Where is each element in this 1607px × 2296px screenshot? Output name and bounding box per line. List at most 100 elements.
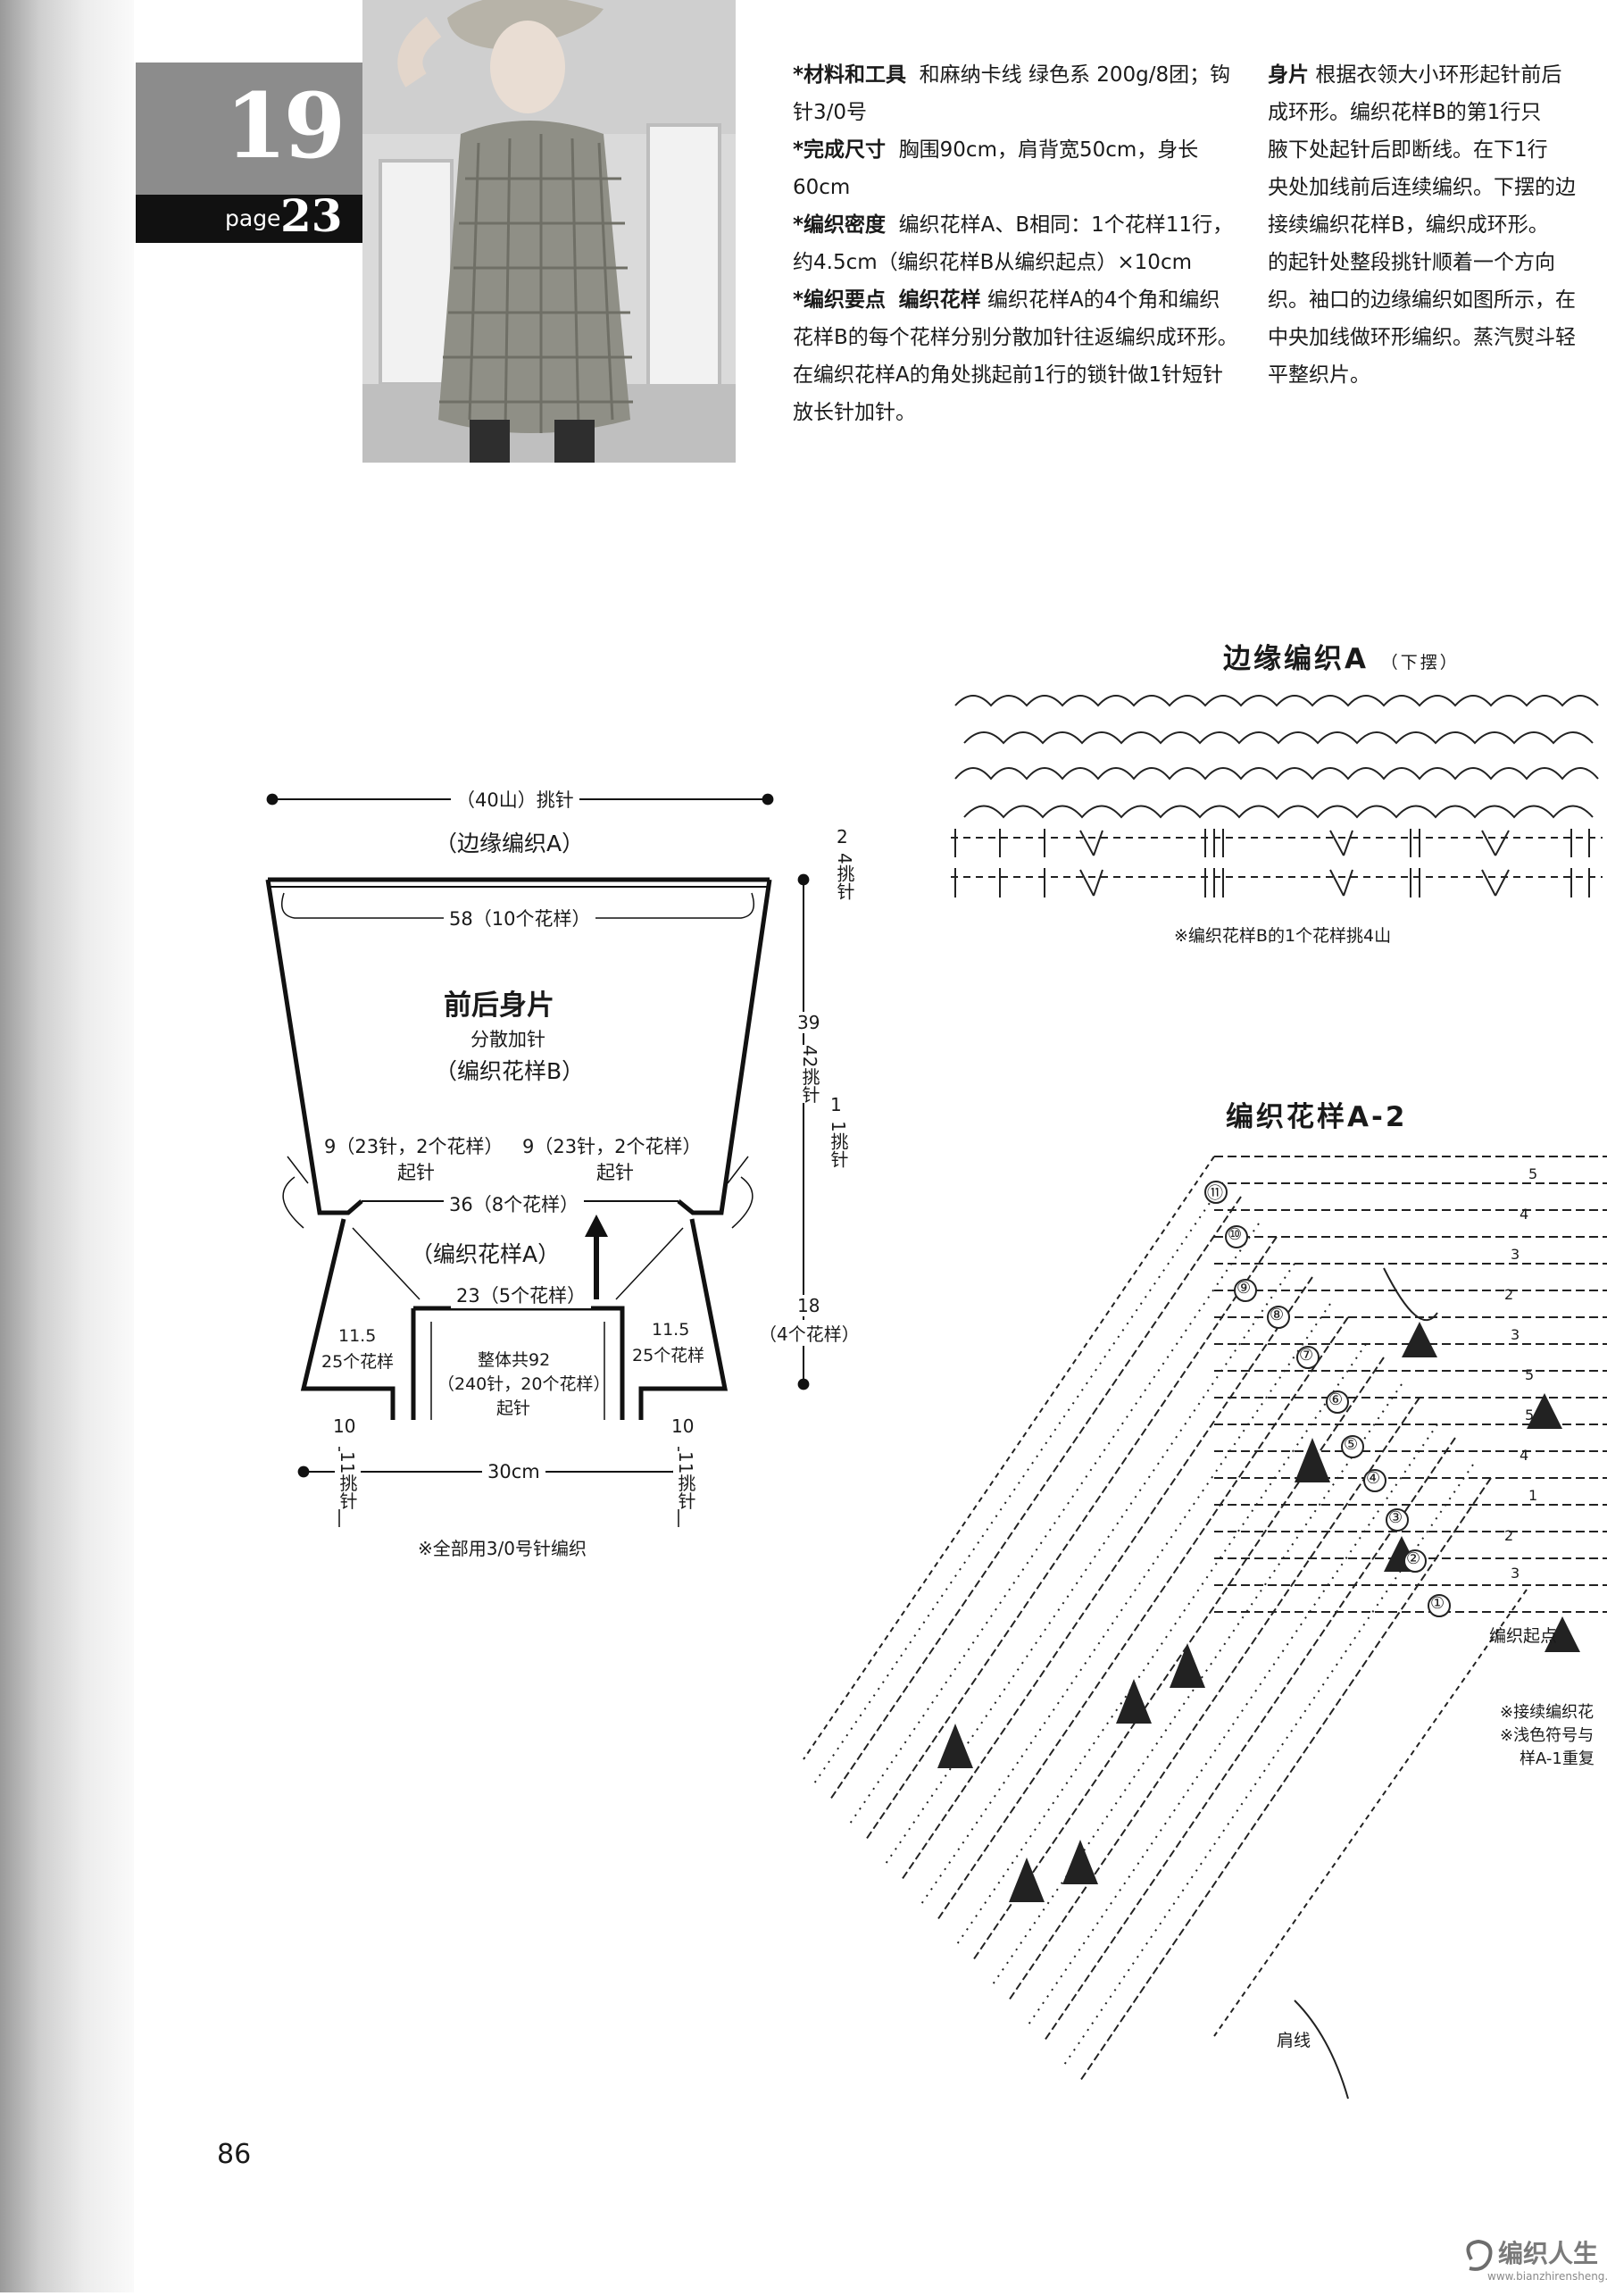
- piece-pattern: （编织花样B）: [435, 1058, 585, 1084]
- points-paragraph: *编织要点 编织花样 编织花样A的4个角和编织花样B的每个花样分别分散加针往返编…: [793, 281, 1239, 431]
- edge-title-sub: （下摆）: [1380, 653, 1460, 672]
- row-num: 1: [1528, 1487, 1538, 1504]
- page-reference-bar: page 23: [136, 189, 363, 243]
- left-11-5: 11.5: [338, 1326, 377, 1346]
- size-paragraph: *完成尺寸 胸围90cm，肩背宽50cm，身长60cm: [793, 131, 1239, 206]
- body-instructions: 身片 根据衣领大小环形起针前后 成环形。编织花样B的第1行只 腋下处起针后即断线…: [1268, 56, 1607, 394]
- right-9-label: 9（23针，2个花样）: [522, 1136, 702, 1157]
- row-mark-6: ⑥: [1328, 1390, 1344, 1409]
- width-23-label: 23（5个花样）: [451, 1282, 592, 1308]
- body-line: 央处加线前后连续编织。下摆的边: [1268, 176, 1576, 199]
- vert-42-unit: 挑针: [799, 1067, 820, 1104]
- vert-1b: 1: [828, 1121, 849, 1132]
- body-line: 根据衣领大小环形起针前后: [1315, 63, 1562, 87]
- start-point-label: 编织起点: [1489, 1626, 1558, 1646]
- vert-4: 4: [834, 853, 855, 864]
- border-label: （边缘编织A）: [435, 831, 585, 856]
- edge-chart-a: [951, 695, 1603, 898]
- vert-4-group: 4挑针: [832, 853, 858, 900]
- points-value: 编织花样A的4个角和编织花样B的每个花样分别分散加针往返编织成环形。在编织花样A…: [793, 288, 1238, 424]
- body-line: 织。袖口的边缘编织如图所示，在: [1268, 288, 1576, 312]
- width-30: 30cm: [482, 1461, 545, 1482]
- gauge-value: 编织花样A、B相同：1个花样11行，约4.5cm（编织花样B从编织起点）×10c…: [793, 213, 1234, 274]
- row-mark-4: ④: [1366, 1469, 1381, 1488]
- row-mark-10: ⑩: [1228, 1225, 1243, 1244]
- spiral-logo-icon: [1466, 2239, 1493, 2271]
- body-label: 身片: [1268, 63, 1309, 87]
- row-mark-3: ③: [1388, 1508, 1403, 1527]
- top-width-label: （40山）挑针: [451, 786, 579, 813]
- book-spine-shadow: [0, 0, 134, 2292]
- piece-title: 前后身片: [444, 989, 554, 1022]
- row-num: 4: [1520, 1206, 1529, 1223]
- row-num: 3: [1511, 1326, 1520, 1343]
- pattern-number: 19: [225, 73, 346, 179]
- edge-chart-title: 边缘编织A （下摆）: [1223, 636, 1460, 676]
- points-sublabel: 编织花样: [898, 288, 981, 312]
- materials-label: *材料和工具: [793, 63, 907, 87]
- vert-1-group: 1挑针: [826, 1121, 852, 1168]
- watermark-brand: 编织人生: [1498, 2239, 1599, 2268]
- edge-chart-note: ※编织花样B的1个花样挑4山: [1174, 926, 1392, 946]
- schematic-note: ※全部用3/0号针编织: [418, 1538, 587, 1559]
- body-line: 腋下处起针后即断线。在下1行: [1268, 138, 1548, 162]
- shoulder-line-label: 肩线: [1277, 2031, 1311, 2050]
- a2-note-2: ※浅色符号与: [1500, 1726, 1595, 1745]
- a2-note-3: 样A-1重复: [1520, 1749, 1595, 1768]
- vert-42: 42: [799, 1045, 820, 1068]
- row-num: 3: [1511, 1246, 1520, 1263]
- row-num: 2: [1504, 1286, 1514, 1303]
- width-58-label: 58（10个花样）: [444, 905, 596, 931]
- size-label: *完成尺寸: [793, 138, 887, 162]
- left-11: 11: [337, 1451, 358, 1474]
- materials-value: 和麻纳卡线 绿色系 200g/8团；钩针3/0号: [793, 63, 1231, 124]
- yoke-label: （编织花样A）: [411, 1241, 561, 1267]
- vert-39: 39: [797, 1012, 820, 1033]
- right-11-5: 11.5: [652, 1320, 690, 1340]
- row-mark-2: ②: [1406, 1549, 1421, 1568]
- page-reference-number: 23: [280, 189, 343, 242]
- left-11-5-repeats: 25个花样: [321, 1352, 395, 1372]
- right-10: 10: [671, 1415, 695, 1437]
- vert-18: 18: [797, 1295, 820, 1316]
- body-line: 的起针处整段挑针顺着一个方向: [1268, 251, 1555, 274]
- row-num: 2: [1504, 1527, 1514, 1544]
- size-value: 胸围90cm，肩背宽50cm，身长60cm: [793, 138, 1199, 199]
- left-9-label: 9（23针，2个花样）: [324, 1136, 504, 1157]
- materials-paragraph: *材料和工具 和麻纳卡线 绿色系 200g/8团；钩针3/0号: [793, 56, 1239, 131]
- row-num: 4: [1520, 1447, 1529, 1464]
- vert-4-unit: 挑针: [834, 864, 855, 900]
- row-mark-1: ①: [1430, 1594, 1445, 1613]
- right-9-start: 起针: [596, 1162, 634, 1183]
- site-watermark: 编织人生 www.bianzhirensheng.com: [1445, 2233, 1607, 2292]
- edge-title-text: 边缘编织A: [1223, 643, 1369, 675]
- materials-text: *材料和工具 和麻纳卡线 绿色系 200g/8团；钩针3/0号 *完成尺寸 胸围…: [793, 56, 1239, 431]
- gauge-paragraph: *编织密度 编织花样A、B相同：1个花样11行，约4.5cm（编织花样B从编织起…: [793, 206, 1239, 281]
- stitch-chart-a2: [803, 1156, 1607, 2100]
- row-num: 5: [1528, 1165, 1538, 1182]
- row-num: 5: [1525, 1407, 1535, 1424]
- vert-18-unit: （4个花样）: [759, 1320, 860, 1346]
- right-11-unit: 挑针: [675, 1474, 696, 1510]
- row-mark-8: ⑧: [1270, 1306, 1285, 1324]
- right-11-group: 11挑针: [673, 1451, 699, 1510]
- page-word: page: [225, 205, 281, 231]
- a2-notes: ※接续编织花 ※浅色符号与 样A-1重复: [1500, 1701, 1607, 1771]
- left-10: 10: [333, 1415, 356, 1437]
- gauge-label: *编织密度: [793, 213, 887, 237]
- center-total: 整体共92: [478, 1350, 551, 1370]
- left-11-unit: 挑针: [337, 1474, 358, 1510]
- row-mark-11: ⑪: [1207, 1184, 1223, 1203]
- points-label: *编织要点: [793, 288, 887, 312]
- body-line: 中央加线做环形编织。蒸汽熨斗轻: [1268, 326, 1576, 349]
- piece-subtitle: 分散加针: [470, 1029, 545, 1050]
- row-num: 5: [1525, 1366, 1535, 1383]
- right-11-5-repeats: 25个花样: [632, 1346, 705, 1365]
- body-line: 成环形。编织花样B的第1行只: [1268, 101, 1542, 124]
- right-11: 11: [675, 1451, 696, 1474]
- body-line: 接续编织花样B，编织成环形。: [1268, 213, 1549, 237]
- left-9-start: 起针: [397, 1162, 435, 1183]
- page-number: 86: [217, 2139, 252, 2170]
- model-photo: [362, 0, 736, 463]
